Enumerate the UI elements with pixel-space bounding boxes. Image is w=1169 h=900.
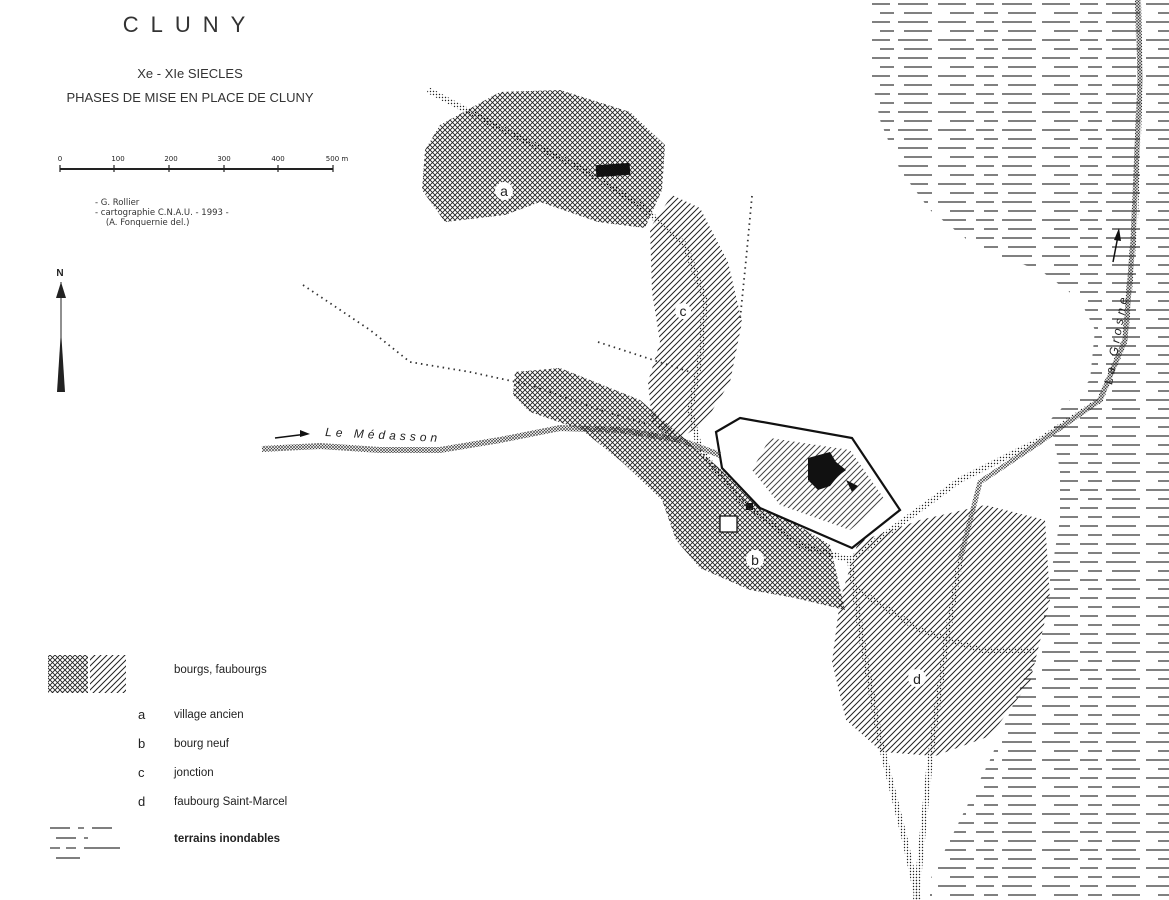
zone-c-label: c (680, 303, 687, 319)
building-zone-b (719, 515, 738, 533)
legend-swatch-crosshatch (48, 655, 88, 693)
scale-tick-0: 0 (58, 155, 62, 163)
north-label: N (56, 268, 63, 279)
arrowhead-icon-grosne (1114, 228, 1121, 241)
zone-a-label-bg (495, 182, 513, 200)
north-arrow-icon: N (56, 268, 66, 392)
arrowhead-icon-medasson (300, 430, 310, 437)
legend-label-c: jonction (174, 767, 214, 779)
abbey-church (808, 452, 846, 490)
credit-cartography: - cartographie C.N.A.U. - 1993 - (95, 208, 229, 218)
river-grosne (957, 0, 1143, 561)
abbey-apse (846, 480, 858, 492)
credit-draftsman: (A. Fonquernie del.) (105, 218, 190, 228)
legend-key-c: c (138, 765, 145, 780)
zone-d-label: d (913, 671, 921, 687)
legend-label-a: village ancien (174, 709, 244, 721)
flood-plain-area (870, 0, 1169, 900)
map-subtitle-centuries: Xe - XIe SIECLES (137, 66, 243, 81)
legend-label-d: faubourg Saint-Marcel (174, 796, 288, 808)
zone-d-label-bg (908, 669, 926, 687)
church-zone-a (595, 162, 631, 178)
credit-author: - G. Rollier (95, 198, 140, 208)
scale-tick-200: 200 (164, 155, 177, 163)
scale-tick-300: 300 (217, 155, 230, 163)
zone-a-village-ancien (422, 90, 665, 228)
legend-bourgs-label: bourgs, faubourgs (174, 664, 267, 676)
river-medasson (261, 424, 722, 458)
zone-b-label-bg (746, 550, 764, 568)
legend-terrains-label: terrains inondables (174, 833, 281, 845)
map-credits: - G. Rollier - cartographie C.N.A.U. - 1… (95, 198, 229, 228)
zone-c-jonction (648, 195, 742, 442)
zone-a-label: a (500, 183, 508, 199)
scale-tick-400: 400 (271, 155, 284, 163)
legend-key-d: d (138, 794, 146, 809)
legend-swatch-flood (50, 827, 120, 859)
scale-tick-100: 100 (111, 155, 124, 163)
scale-bar: 0 100 200 300 400 500 m (58, 155, 349, 172)
scale-tick-500: 500 m (326, 155, 349, 163)
zone-d-faubourg-saint-marcel (832, 505, 1050, 756)
zone-c-label-bg (675, 303, 691, 319)
legend-key-a: a (138, 707, 146, 722)
legend-key-b: b (138, 736, 146, 751)
label-river-medasson: Le Médasson (325, 425, 442, 445)
legend-label-b: bourg neuf (174, 738, 229, 750)
zone-b-label: b (751, 552, 759, 568)
map-subtitle-phases: PHASES DE MISE EN PLACE DE CLUNY (66, 90, 314, 105)
dotted-paths (302, 195, 761, 521)
legend-swatch-hatch (90, 655, 126, 693)
map-title: CLUNY (122, 12, 258, 37)
